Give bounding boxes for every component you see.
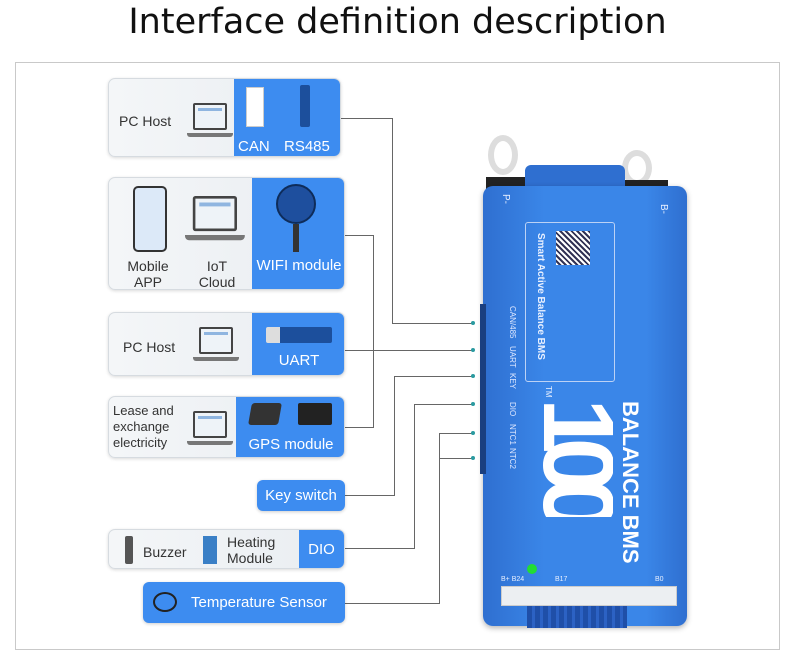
usb-uart-icon — [266, 327, 332, 343]
can-rs485-box: PC Host CAN RS485 — [108, 78, 341, 157]
gps-module-icon — [248, 403, 282, 425]
port-dot — [471, 321, 475, 325]
status-led — [527, 564, 537, 574]
temperature-sensor-box: Temperature Sensor — [143, 582, 345, 623]
pin-b24: B+ B24 — [501, 576, 525, 583]
port-ntc2: NTC2 — [508, 448, 517, 469]
diagram-frame — [15, 62, 780, 650]
port-can485: CAN/485 — [508, 306, 517, 339]
dio-box: Buzzer Heating Module DIO — [108, 529, 345, 569]
temperature-sensor-label: Temperature Sensor — [191, 594, 327, 611]
port-dio: DIO — [508, 402, 517, 417]
buzzer-icon — [125, 536, 133, 564]
key-switch-box: Key switch — [257, 480, 345, 511]
port-dot — [471, 431, 475, 435]
pin-b17: B17 — [555, 576, 568, 583]
laptop-icon — [187, 103, 233, 137]
pc-host-label: PC Host — [119, 113, 172, 129]
can-adapter-icon — [246, 87, 264, 127]
laptop-icon — [193, 327, 239, 361]
temperature-sensor-icon — [153, 592, 177, 612]
port-ntc1: NTC1 — [508, 424, 517, 445]
gps-tracker-icon — [298, 403, 332, 425]
port-key: KEY — [508, 373, 517, 390]
laptop-icon — [185, 196, 245, 241]
phone-icon — [133, 186, 167, 252]
gps-box: Lease and exchange electricity GPS modul… — [108, 396, 345, 458]
can-label: CAN — [238, 138, 270, 155]
tm-mark: TM — [544, 386, 553, 398]
port-dot — [471, 348, 475, 352]
uart-box: PC Host UART — [108, 312, 345, 376]
gps-module-label: GPS module — [248, 436, 334, 453]
spec-title: Smart Active Balance BMS — [535, 233, 546, 360]
port-dot — [471, 402, 475, 406]
spec-label: Smart Active Balance BMS — [525, 222, 615, 382]
wifi-module-label: WIFI module — [256, 257, 342, 274]
laptop-icon — [187, 411, 233, 445]
pc-host-label: PC Host — [123, 339, 176, 355]
balance-connector — [501, 586, 677, 606]
heating-module-icon — [203, 536, 217, 564]
port-dot — [471, 374, 475, 378]
usb-rs485-icon — [300, 85, 310, 127]
mobile-app-label: Mobile APP — [127, 258, 169, 290]
page-title: Interface definition description — [128, 2, 667, 42]
brand-logo: 100 — [543, 398, 613, 517]
brand-name: BALANCE BMS — [618, 401, 643, 564]
terminal-p — [488, 135, 518, 175]
pin-b0: B0 — [655, 576, 664, 583]
port-uart: UART — [508, 346, 517, 368]
buzzer-label: Buzzer — [143, 544, 187, 560]
p-minus-label: P- — [500, 194, 511, 204]
qr-code — [556, 231, 590, 265]
uart-label: UART — [278, 352, 320, 369]
rs485-label: RS485 — [284, 138, 330, 155]
wifi-box: Mobile APP IoT Cloud WIFI module — [108, 177, 345, 290]
lease-label: Lease and exchange electricity — [113, 403, 174, 450]
port-dot — [471, 456, 475, 460]
b-minus-label: B- — [658, 204, 669, 214]
dio-label: DIO — [299, 530, 344, 568]
wifi-module-icon — [276, 184, 316, 224]
heating-module-label: Heating Module — [227, 534, 276, 566]
iot-cloud-label: IoT Cloud — [198, 258, 236, 290]
